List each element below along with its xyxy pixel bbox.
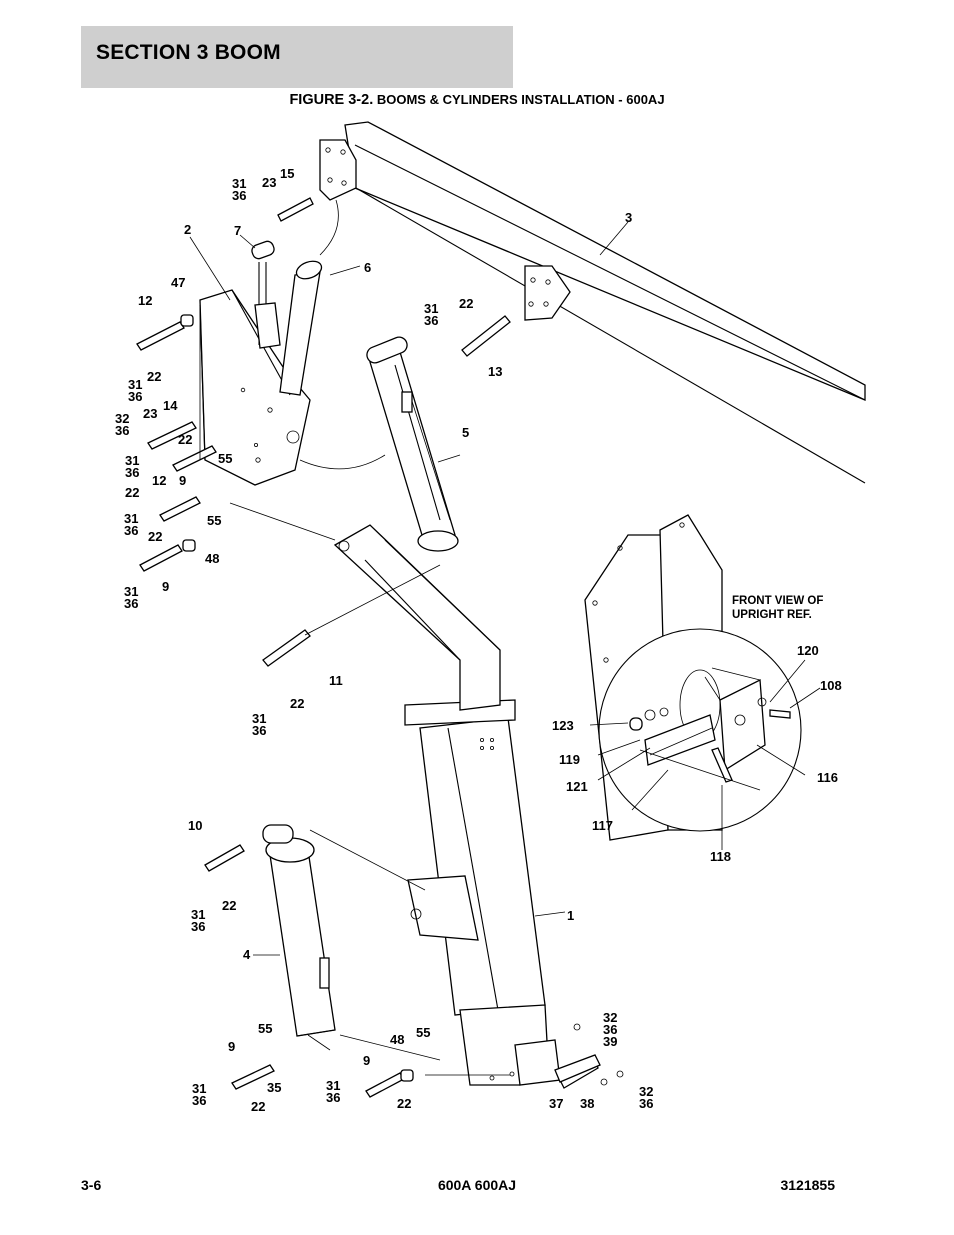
- callout: 31: [326, 1078, 340, 1093]
- model-designation: 600A 600AJ: [437, 1177, 517, 1193]
- callout: 118: [710, 849, 731, 864]
- inset-front-view: [584, 514, 802, 841]
- callout: 55: [218, 451, 232, 466]
- callout: 31: [232, 176, 246, 191]
- callout: 36: [115, 423, 129, 438]
- callout: 31: [252, 711, 266, 726]
- callout: 7: [234, 223, 241, 238]
- upper-boom: [319, 121, 866, 484]
- callout: 31: [124, 584, 138, 599]
- callout: 4: [243, 947, 251, 962]
- callout: 22: [125, 485, 139, 500]
- callout: 55: [258, 1021, 272, 1036]
- callout: 116: [817, 770, 838, 785]
- callout: 32: [639, 1084, 653, 1099]
- callout: 32: [603, 1010, 617, 1025]
- callout: 23: [143, 406, 157, 421]
- callout: 22: [147, 369, 161, 384]
- callout: 119: [559, 752, 580, 767]
- callout: 1: [567, 908, 574, 923]
- callout: 31: [124, 511, 138, 526]
- callout: 9: [228, 1039, 235, 1054]
- callout: 38: [580, 1096, 594, 1111]
- callout-labels: 15 23 31 36 3 2 7 6 47 12 31 36 22 22 13…: [115, 166, 842, 1114]
- callout: 9: [363, 1053, 370, 1068]
- callout: 32: [115, 411, 129, 426]
- callout: 36: [191, 919, 205, 934]
- callout: 31: [191, 907, 205, 922]
- callout: 120: [797, 643, 819, 658]
- callout: 121: [566, 779, 588, 794]
- callout: 36: [125, 465, 139, 480]
- document-number: 3121855: [780, 1177, 835, 1193]
- callout: 48: [205, 551, 219, 566]
- callout: 12: [138, 293, 152, 308]
- callout: 2: [184, 222, 191, 237]
- page-number: 3-6: [81, 1177, 102, 1193]
- callout: 12: [152, 473, 166, 488]
- callout: 13: [488, 364, 502, 379]
- callout: 10: [188, 818, 202, 833]
- section-title: SECTION 3 BOOM: [96, 41, 281, 64]
- callout: 15: [280, 166, 294, 181]
- callout: 22: [251, 1099, 265, 1114]
- callout: 123: [552, 718, 574, 733]
- callout: 36: [232, 188, 246, 203]
- callout: 35: [267, 1080, 281, 1095]
- callout: 9: [162, 579, 169, 594]
- callout: 22: [148, 529, 162, 544]
- callout: 37: [549, 1096, 563, 1111]
- callout: 36: [128, 389, 142, 404]
- callout: 36: [192, 1093, 206, 1108]
- callout: 22: [459, 296, 473, 311]
- callout: 14: [163, 398, 178, 413]
- callout: 55: [416, 1025, 430, 1040]
- figure-title: FIGURE 3-2. BOOMS & CYLINDERS INSTALLATI…: [0, 92, 954, 108]
- callout: 23: [262, 175, 276, 190]
- callout: 48: [390, 1032, 404, 1047]
- cylinder-6: [279, 260, 323, 396]
- callout: 22: [178, 432, 192, 447]
- cylinder-4: [262, 824, 426, 1037]
- lift-cylinder-5: [366, 336, 459, 552]
- callout: 117: [592, 818, 613, 833]
- wear-pads: [554, 1023, 624, 1086]
- inset-label: UPRIGHT REF.: [732, 609, 812, 621]
- callout: 31: [125, 453, 139, 468]
- callout: 22: [290, 696, 304, 711]
- callout: 31: [424, 301, 438, 316]
- callout: 36: [424, 313, 438, 328]
- callout: 36: [124, 523, 138, 538]
- callout: 36: [252, 723, 266, 738]
- callout: 36: [124, 596, 138, 611]
- section-header: SECTION 3 BOOM: [81, 26, 513, 88]
- figure-number: FIGURE 3-2.: [289, 92, 374, 108]
- callout: 22: [397, 1096, 411, 1111]
- callout: 5: [462, 425, 469, 440]
- callout: 36: [326, 1090, 340, 1105]
- callout: 3: [625, 210, 632, 225]
- callout: 31: [192, 1081, 206, 1096]
- figure-caption: BOOMS & CYLINDERS INSTALLATION - 600AJ: [373, 92, 665, 107]
- callout: 6: [364, 260, 371, 275]
- master-cylinder: [251, 240, 281, 349]
- callout: 31: [128, 377, 142, 392]
- inset-label: FRONT VIEW OF: [732, 595, 823, 607]
- callout: 55: [207, 513, 221, 528]
- lower-boom: [333, 524, 501, 711]
- callout: 9: [179, 473, 186, 488]
- callout: 11: [329, 673, 343, 688]
- callout: 36: [639, 1096, 653, 1111]
- callout: 22: [222, 898, 236, 913]
- callout: 108: [820, 678, 842, 693]
- callout: 39: [603, 1034, 617, 1049]
- leader-lines: [199, 302, 510, 1076]
- callout: 47: [171, 275, 185, 290]
- callout-leaders: [189, 221, 821, 956]
- callout: 36: [603, 1022, 617, 1037]
- mid-boom: [199, 289, 386, 486]
